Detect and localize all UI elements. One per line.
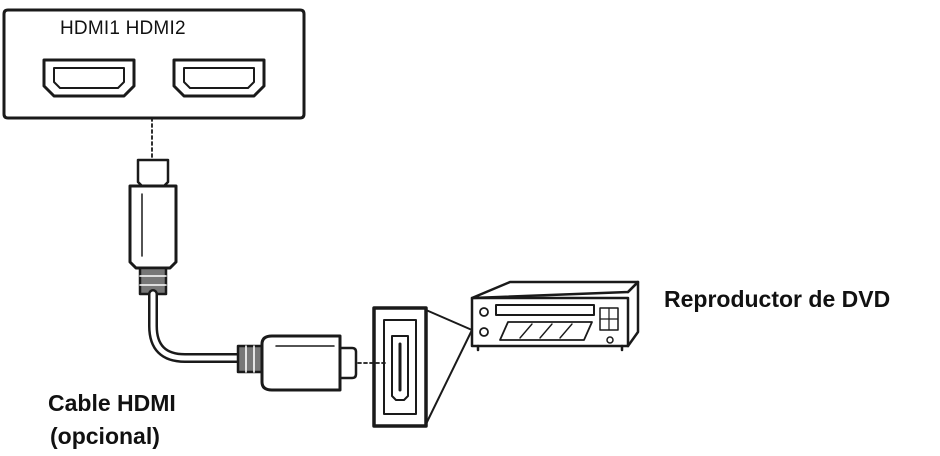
dvd-player-icon xyxy=(470,280,640,352)
dvd-hdmi-port-icon[interactable] xyxy=(372,306,428,428)
hdmi-cable xyxy=(148,289,243,363)
hdmi-plug-top-icon xyxy=(128,158,178,296)
zoom-line-top xyxy=(425,309,473,331)
cable-optional-label: (opcional) xyxy=(50,423,160,449)
hdmi1-port-icon[interactable] xyxy=(42,58,136,98)
dvd-player-label: Reproductor de DVD xyxy=(664,286,891,312)
hdmi-plug-side-icon xyxy=(236,334,358,392)
hdmi-port-labels: HDMI1 HDMI2 xyxy=(60,18,186,39)
zoom-line-bottom xyxy=(425,329,473,425)
hdmi2-port-icon[interactable] xyxy=(172,58,266,98)
tv-rear-panel xyxy=(2,8,306,120)
cable-label: Cable HDMI xyxy=(48,390,176,416)
